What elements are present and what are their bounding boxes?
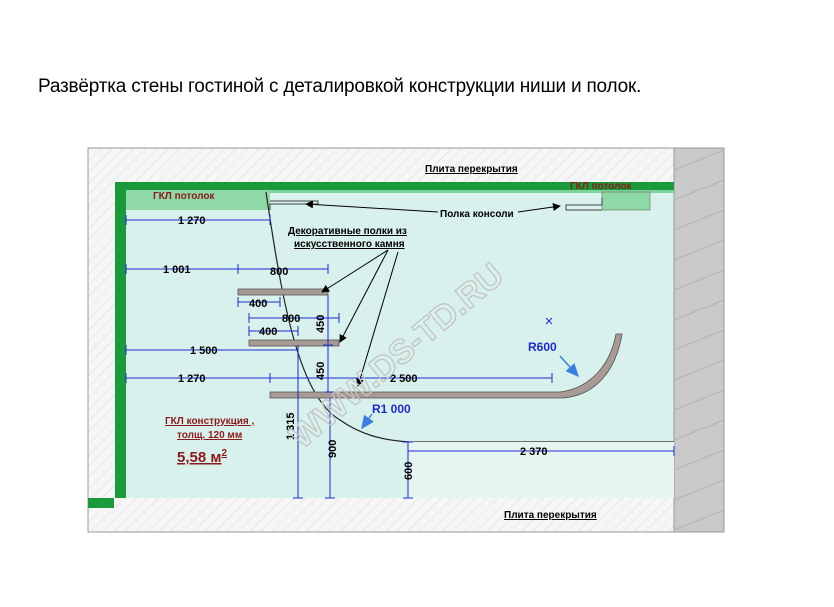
decor-shelves-leaders — [321, 249, 399, 387]
console-shelf-left — [269, 200, 319, 210]
r600-leader — [559, 355, 580, 378]
left-gkl-wall — [115, 182, 126, 498]
dim-800-a: 800 — [270, 266, 288, 278]
dim-2500: 2 500 — [390, 373, 418, 385]
right-wall-hatch — [673, 149, 725, 531]
decor-shelves-label-1: Декоративные полки из — [288, 226, 407, 237]
niche-outline — [265, 191, 674, 443]
gkl-construction-label-1: ГКЛ конструкция , — [165, 416, 254, 427]
dim-900: 900 — [327, 440, 339, 458]
dim-600: 600 — [403, 462, 415, 480]
console-shelf-right — [565, 198, 603, 211]
slab-top-label: Плита перекрытия — [425, 164, 518, 175]
dim-450-b: 450 — [315, 362, 327, 380]
ceiling-gkl-line — [115, 182, 674, 190]
slab-bottom-label: Плита перекрытия — [504, 510, 597, 521]
dim-2370: 2 370 — [520, 446, 548, 458]
gkl-ceiling-left-label: ГКЛ потолок — [153, 191, 215, 202]
dim-450-a: 450 — [315, 315, 327, 333]
area-value: 5,58 м2 — [177, 448, 227, 466]
page-title: Развёртка стены гостиной с деталировкой … — [38, 76, 642, 97]
dim-400-a: 400 — [249, 298, 267, 310]
ceiling-gkl-line-thin — [270, 190, 674, 193]
dimension-lines — [126, 219, 674, 498]
gkl-ceiling-box-left — [126, 190, 270, 210]
decor-shelves-label-2: искусственного камня — [294, 239, 405, 250]
dim-800-b: 800 — [282, 313, 300, 325]
dim-1001: 1 001 — [163, 264, 191, 276]
dimension-ticks — [125, 215, 675, 499]
gkl-ceiling-box-right — [601, 191, 651, 211]
dim-r600: R600 — [528, 340, 557, 354]
curved-shelf — [269, 333, 623, 399]
dim-1500: 1 500 — [190, 345, 218, 357]
right-wall — [673, 147, 725, 533]
dim-1270-mid: 1 270 — [178, 373, 206, 385]
dim-400-b: 400 — [259, 326, 277, 338]
dim-1270-top: 1 270 — [178, 215, 206, 227]
decor-shelf-1 — [237, 288, 329, 296]
dim-r1000: R1 000 — [372, 402, 411, 416]
shelf-console-label: Полка консоли — [440, 209, 514, 220]
dimension-labels-vertical: 450 450 1 315 900 600 — [285, 315, 415, 480]
dim-1315: 1 315 — [285, 412, 297, 440]
gkl-ceiling-right-label: ГКЛ потолок — [570, 181, 632, 192]
decor-shelf-2 — [248, 339, 340, 347]
left-gkl-foot — [88, 498, 114, 508]
r1000-leader — [361, 413, 374, 430]
console-shelf-leaders — [305, 200, 561, 213]
gkl-construction-label-2: толщ. 120 мм — [177, 430, 242, 441]
dimension-labels: 1 270 1 001 800 400 800 400 1 500 1 270 … — [163, 215, 548, 458]
